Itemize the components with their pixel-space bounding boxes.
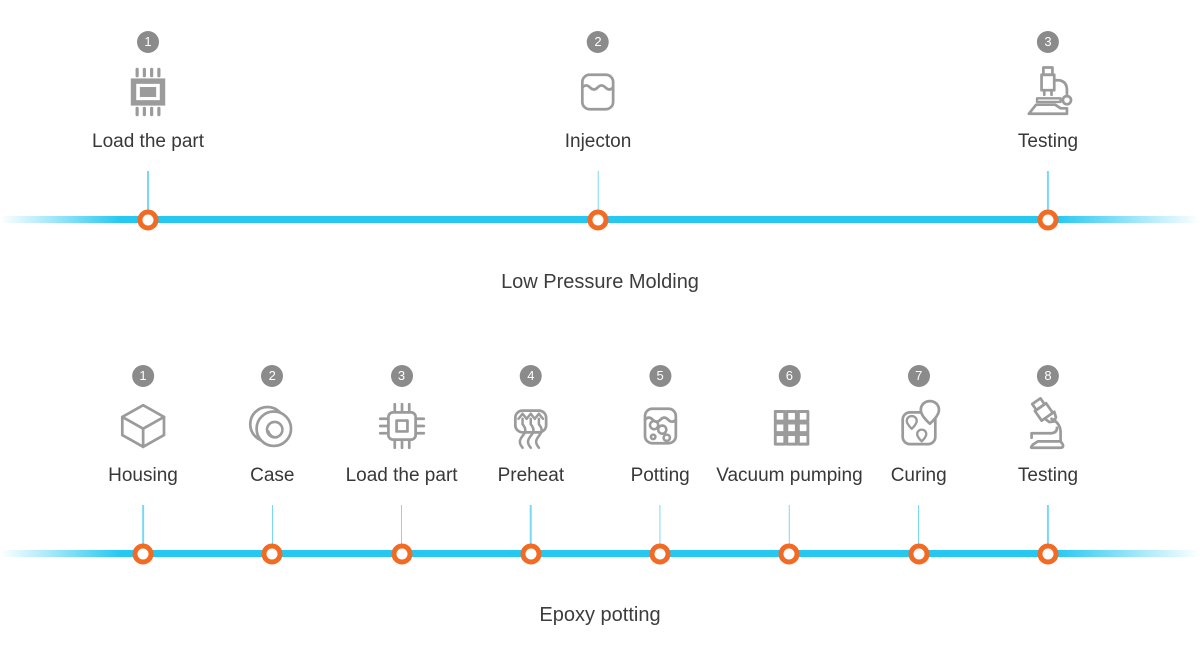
step-connector-line xyxy=(147,171,149,219)
step-number-badge: 2 xyxy=(586,31,609,53)
timeline-marker xyxy=(587,209,609,230)
timeline-marker xyxy=(1037,543,1059,564)
cube-icon xyxy=(114,397,172,455)
step-number-badge: 1 xyxy=(132,365,154,387)
timeline-marker xyxy=(1037,209,1059,230)
step-label: Potting xyxy=(630,465,690,486)
step-connector-line xyxy=(1047,505,1049,553)
timeline-title: Low Pressure Molding xyxy=(501,271,699,293)
step-connector-line xyxy=(530,505,532,553)
step-connector-line xyxy=(142,505,144,553)
step-connector-line xyxy=(597,171,599,219)
timeline-marker xyxy=(520,543,542,564)
timeline-marker xyxy=(649,543,671,564)
step-label: Testing xyxy=(1017,465,1079,486)
curing-pins-icon xyxy=(890,397,948,455)
step-label: Load the part xyxy=(92,131,204,152)
step-number-badge: 3 xyxy=(1036,31,1059,53)
step-connector-line xyxy=(917,505,920,553)
timeline-marker xyxy=(778,543,800,564)
timeline-marker xyxy=(261,543,283,564)
step-number-badge: 2 xyxy=(261,365,284,387)
potting-tank-icon xyxy=(631,397,689,455)
microscope-tilted-icon xyxy=(1019,397,1077,455)
timeline-marker xyxy=(132,543,154,564)
step-label: Housing xyxy=(108,465,178,486)
step-connector-line xyxy=(400,505,403,553)
step-label: Injecton xyxy=(564,131,632,152)
chip-outline-icon xyxy=(373,397,431,455)
step-number-badge: 5 xyxy=(649,365,672,387)
step-number-badge: 4 xyxy=(519,365,542,387)
timeline-marker xyxy=(137,209,159,230)
step-connector-line xyxy=(271,505,274,553)
case-roll-icon xyxy=(243,397,301,455)
step-connector-line xyxy=(788,505,791,553)
step-number-badge: 7 xyxy=(907,365,930,387)
step-label: Preheat xyxy=(497,465,565,486)
timeline-marker xyxy=(908,543,930,564)
preheat-arrows-icon xyxy=(502,397,560,455)
step-label: Curing xyxy=(890,465,947,486)
step-label: Case xyxy=(250,465,295,486)
step-label: Load the part xyxy=(345,465,458,486)
step-label: Vacuum pumping xyxy=(716,465,863,486)
step-number-badge: 6 xyxy=(778,365,801,387)
step-number-badge: 1 xyxy=(136,31,159,53)
step-number-badge: 8 xyxy=(1036,365,1059,387)
grid-squares-icon xyxy=(760,397,818,455)
timeline-marker xyxy=(391,543,413,564)
timeline-title: Epoxy potting xyxy=(539,604,661,626)
step-connector-line xyxy=(1047,171,1049,219)
step-label: Testing xyxy=(1017,131,1079,152)
step-number-badge: 3 xyxy=(390,365,413,387)
timeline-line xyxy=(0,550,1200,557)
step-connector-line xyxy=(659,505,661,553)
